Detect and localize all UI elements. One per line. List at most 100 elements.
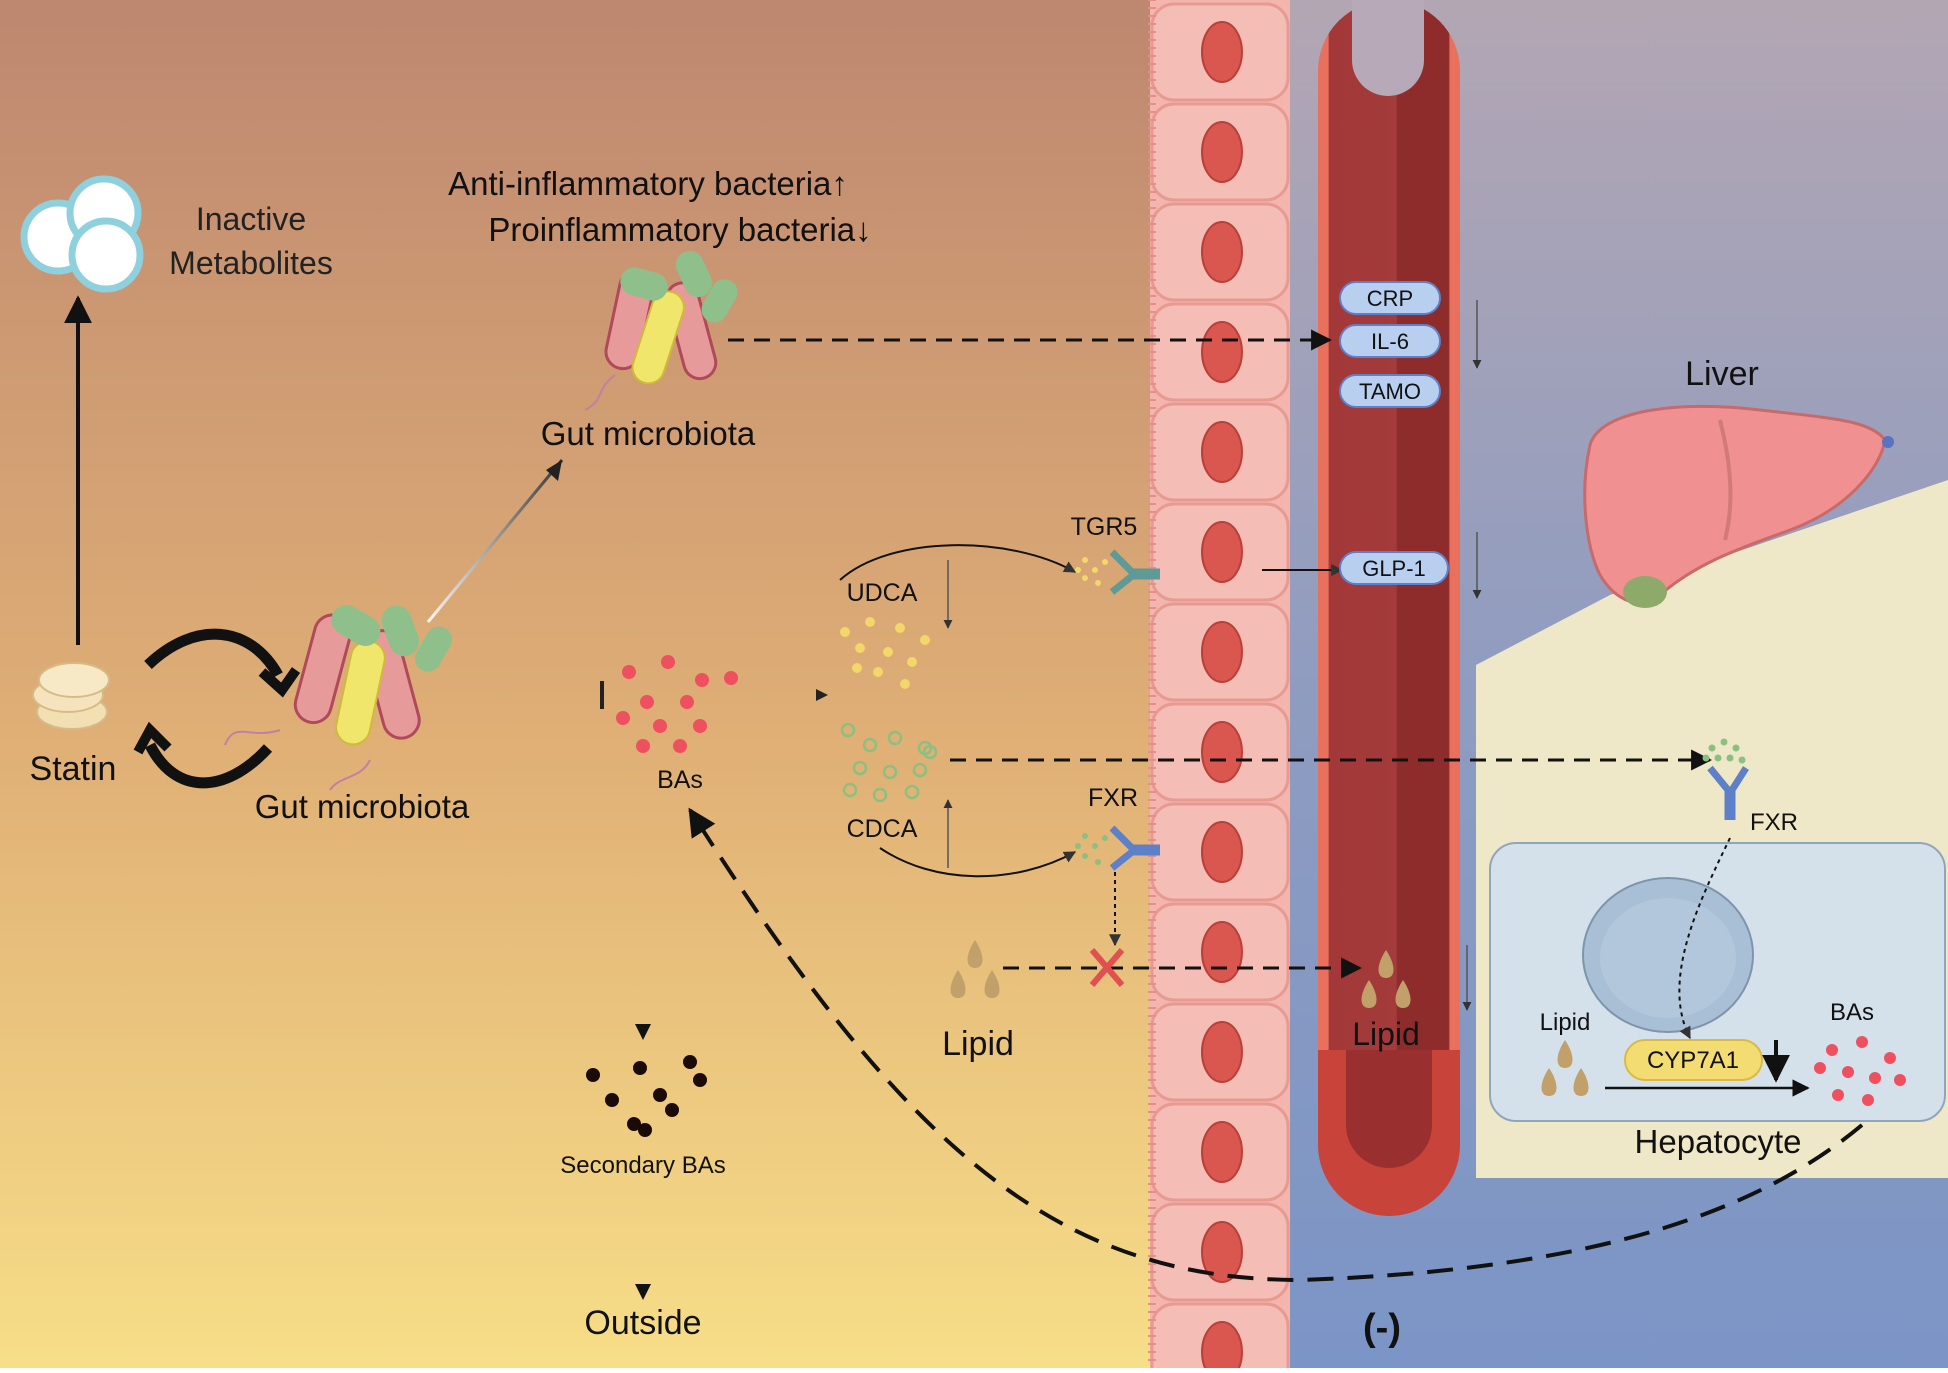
cell-nucleus <box>1201 421 1243 483</box>
tgr5-ligand-dot <box>1102 559 1108 565</box>
liver-fxr-ligand-dot <box>1726 754 1734 762</box>
il6-label: IL-6 <box>1371 329 1409 354</box>
crp-label: CRP <box>1367 286 1413 311</box>
cell-nucleus <box>1201 721 1243 783</box>
cell-nucleus <box>1201 521 1243 583</box>
cyp7a1-enzyme: CYP7A1 <box>1624 1039 1763 1081</box>
cdca-to-fxr-arrow <box>879 847 1077 878</box>
fxr-intestine-label: FXR <box>1088 784 1138 812</box>
cell-nucleus <box>1201 121 1243 183</box>
secondary-bile-acids-cluster <box>586 1055 707 1137</box>
fxr-ligand-dot <box>1102 835 1108 841</box>
secondary-bile-acid-dot <box>653 1088 667 1102</box>
udca-dot <box>840 627 850 637</box>
cell-nucleus <box>1201 21 1243 83</box>
cell-nucleus <box>1201 621 1243 683</box>
bile-acid-dot <box>661 655 675 669</box>
fxr-ligand-dot <box>1082 853 1088 859</box>
pill-icon <box>32 662 110 730</box>
outside-label: Outside <box>584 1304 701 1342</box>
glp1-label: GLP-1 <box>1362 556 1426 581</box>
secondary-bile-acid-dot <box>633 1061 647 1075</box>
bile-acid-dot <box>673 739 687 753</box>
secondary-bile-acid-dot <box>638 1123 652 1137</box>
bile-acid-dot <box>622 665 636 679</box>
fxr-ligand-dot <box>1082 833 1088 839</box>
liver-bile-acid-dot <box>1862 1094 1874 1106</box>
secondary-bile-acid-dot <box>605 1093 619 1107</box>
udca-dot <box>873 667 883 677</box>
cell-nucleus <box>1201 1321 1243 1373</box>
lipid-intestine-label: Lipid <box>942 1025 1014 1063</box>
receptor-icon <box>1109 549 1160 595</box>
bile-acid-dot <box>693 719 707 733</box>
inactive-metabolites-icon <box>20 175 144 293</box>
bacteria-icon <box>584 250 738 411</box>
tamo-badge: TAMO <box>1339 374 1441 408</box>
fxr-ligand-dot <box>1092 843 1098 849</box>
cdca-ring <box>904 784 920 800</box>
tgr5-ligand <box>1075 557 1108 586</box>
bas-liver-label: BAs <box>1830 999 1874 1026</box>
tgr5-ligand-dot <box>1082 575 1088 581</box>
liver-fxr-ligand-dot <box>1702 754 1710 762</box>
liver-fxr-ligand-dot <box>1720 738 1728 746</box>
intestinal-epithelium <box>1148 0 1290 1373</box>
secondary-bile-acid-dot <box>627 1117 641 1131</box>
bas-label: BAs <box>657 766 703 794</box>
fxr-ligand <box>1075 833 1108 865</box>
cdca-cluster <box>840 722 938 803</box>
negative-feedback-label: (-) <box>1363 1307 1401 1349</box>
secondary-bile-acid-dot <box>586 1068 600 1082</box>
cycle-arrow-back <box>145 742 273 789</box>
bacteria-icon <box>224 605 452 791</box>
tgr5-ligand-dot <box>1092 567 1098 573</box>
fxr-liver-label: FXR <box>1750 809 1798 836</box>
udca-dot <box>907 657 917 667</box>
cell-nucleus <box>1201 221 1243 283</box>
secondary-bile-acid-dot <box>665 1103 679 1117</box>
liver-bile-acids-cluster <box>1814 1036 1906 1106</box>
tgr5-label: TGR5 <box>1071 513 1138 541</box>
cdca-ring <box>840 722 856 738</box>
udca-dot <box>865 617 875 627</box>
cdca-ring <box>887 730 903 746</box>
bile-acid-dot <box>636 739 650 753</box>
hepatocyte-label: Hepatocyte <box>1635 1123 1802 1160</box>
cell-nucleus <box>1201 1121 1243 1183</box>
cell-nucleus <box>1201 921 1243 983</box>
cdca-label: CDCA <box>847 815 918 843</box>
cdca-ring <box>882 764 898 780</box>
anti-inflammatory-bacteria-label: Anti-inflammatory bacteria↑ <box>448 165 848 202</box>
liver-fxr-ligand-dot <box>1714 754 1722 762</box>
glp1-badge: GLP-1 <box>1339 551 1449 585</box>
inhibit-x-icon <box>1089 948 1125 987</box>
negative-feedback-arrow <box>688 807 1864 1283</box>
liver-bile-acid-dot <box>1884 1052 1896 1064</box>
il6-badge: IL-6 <box>1339 324 1441 358</box>
cdca-ring <box>912 762 928 778</box>
secondary-bas-label: Secondary BAs <box>560 1152 725 1179</box>
lipid-droplet-icon <box>1541 1040 1589 1096</box>
liver-bile-acid-dot <box>1869 1072 1881 1084</box>
cdca-ring <box>842 782 858 798</box>
bile-acid-dot <box>680 695 694 709</box>
receptor-icon <box>1707 765 1749 820</box>
liver-fxr-ligand-dot <box>1732 744 1740 752</box>
cell-nucleus <box>1201 321 1243 383</box>
liver-bile-acid-dot <box>1814 1062 1826 1074</box>
secondary-bile-acid-dot <box>693 1073 707 1087</box>
udca-dot <box>920 635 930 645</box>
liver-label: Liver <box>1685 355 1759 393</box>
tgr5-ligand-dot <box>1075 567 1081 573</box>
cell-nucleus <box>1201 821 1243 883</box>
udca-dot <box>852 663 862 673</box>
liver-bile-acid-dot <box>1894 1074 1906 1086</box>
liver-bile-acid-dot <box>1826 1044 1838 1056</box>
cell-nucleus <box>1201 1021 1243 1083</box>
liver-fxr-ligand <box>1702 738 1746 764</box>
udca-dot <box>900 679 910 689</box>
intestinal-lumen-background <box>0 0 1150 1368</box>
udca-dot <box>883 647 893 657</box>
